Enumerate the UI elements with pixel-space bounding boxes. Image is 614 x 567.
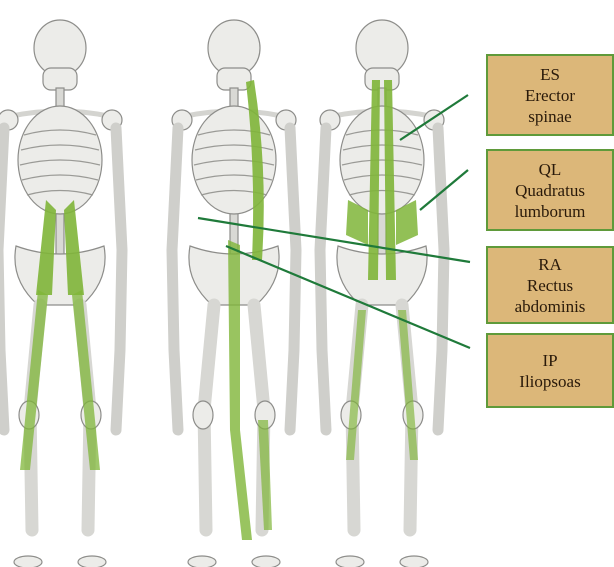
label-name-line2: abdominis	[515, 296, 586, 317]
label-abbr: ES	[540, 64, 560, 85]
iliopsoas-muscle	[20, 290, 100, 470]
label-quadratus-lumborum: QL Quadratus lumborum	[486, 149, 614, 231]
label-abbr: QL	[539, 159, 562, 180]
label-abbr: RA	[538, 254, 562, 275]
label-name-line2: spinae	[528, 106, 571, 127]
figure-anterior	[0, 20, 122, 567]
label-abbr: IP	[542, 350, 557, 371]
figure-lateral	[172, 20, 296, 567]
label-erector-spinae: ES Erector spinae	[486, 54, 614, 136]
label-name-line1: Rectus	[527, 275, 573, 296]
label-name-line1: Erector	[525, 85, 575, 106]
label-iliopsoas: IP Iliopsoas	[486, 333, 614, 408]
label-name-line1: Iliopsoas	[519, 371, 580, 392]
label-name-line2: lumborum	[515, 201, 586, 222]
label-rectus-abdominis: RA Rectus abdominis	[486, 246, 614, 324]
label-name-line1: Quadratus	[515, 180, 585, 201]
